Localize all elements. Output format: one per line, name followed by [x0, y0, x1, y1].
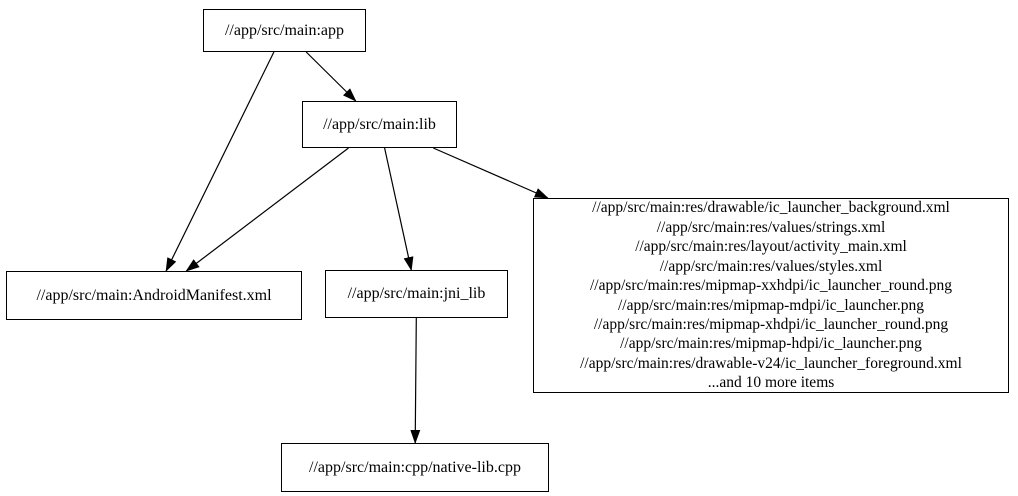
graph-node-jni-lib: //app/src/main:jni_lib: [325, 270, 508, 318]
res-file-line: //app/src/main:res/layout/activity_main.…: [635, 238, 907, 256]
res-file-line: //app/src/main:res/values/strings.xml: [656, 218, 886, 236]
res-file-line: //app/src/main:res/drawable-v24/ic_launc…: [580, 354, 962, 372]
res-file-line: //app/src/main:res/mipmap-xhdpi/ic_launc…: [593, 315, 949, 333]
res-more-items-line: ...and 10 more items: [707, 374, 835, 392]
graph-node-native-lib-cpp: //app/src/main:cpp/native-lib.cpp: [281, 443, 549, 492]
graph-node-res-files: //app/src/main:res/drawable/ic_launcher_…: [533, 198, 1009, 393]
graph-edge-lib-to-jni_lib: [384, 147, 414, 271]
graph-node-lib-label: //app/src/main:lib: [323, 115, 436, 133]
graph-node-app-label: //app/src/main:app: [224, 21, 345, 39]
graph-edge-jni_lib-to-cpp: [410, 317, 421, 444]
graph-edge-app-to-lib: [305, 51, 357, 102]
res-file-line: //app/src/main:res/drawable/ic_launcher_…: [592, 199, 950, 217]
graph-node-androidmanifest-label: //app/src/main:AndroidManifest.xml: [36, 286, 272, 304]
graph-node-lib: //app/src/main:lib: [302, 101, 457, 148]
graph-edge-lib-to-res: [433, 147, 549, 199]
graph-edge-app-to-manifest: [165, 51, 275, 272]
res-file-line: //app/src/main:res/mipmap-xxhdpi/ic_laun…: [589, 277, 952, 295]
res-file-line: //app/src/main:res/values/styles.xml: [659, 257, 883, 275]
res-file-line: //app/src/main:res/mipmap-mdpi/ic_launch…: [617, 296, 925, 314]
graph-node-native-lib-cpp-label: //app/src/main:cpp/native-lib.cpp: [309, 458, 521, 476]
graph-node-jni-lib-label: //app/src/main:jni_lib: [347, 285, 486, 303]
res-file-line: //app/src/main:res/mipmap-hdpi/ic_launch…: [620, 335, 922, 353]
graph-edge-lib-to-manifest: [185, 147, 349, 272]
graph-node-app: //app/src/main:app: [203, 9, 366, 52]
graph-node-androidmanifest: //app/src/main:AndroidManifest.xml: [6, 271, 302, 320]
